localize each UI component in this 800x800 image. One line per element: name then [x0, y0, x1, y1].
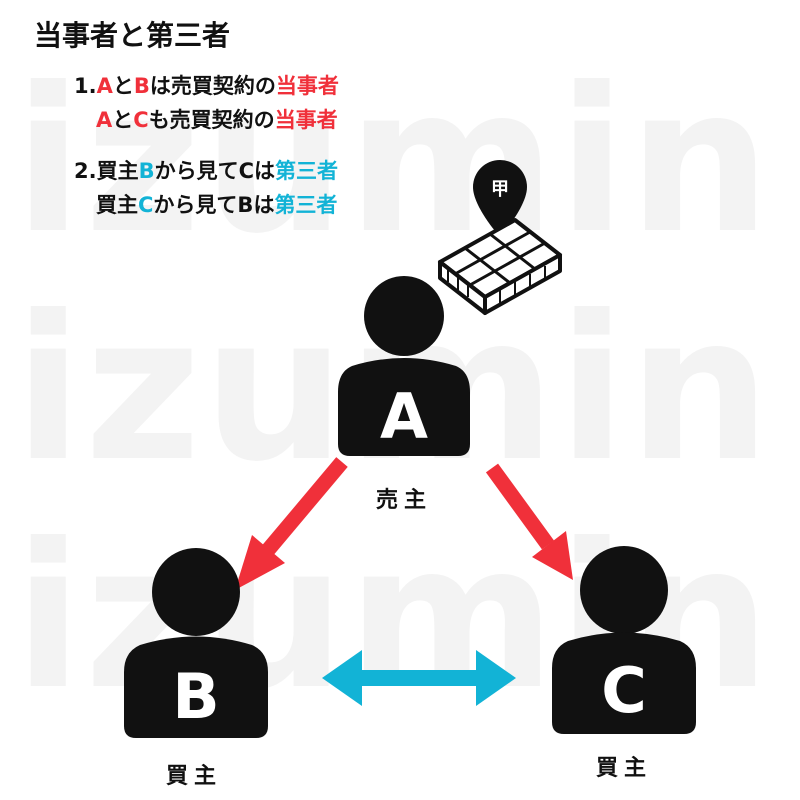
text-segment: 第三者 [275, 159, 339, 183]
person-c-role: 買主 [596, 756, 653, 781]
person-b-icon: B [124, 548, 268, 738]
text-segment: は [254, 159, 276, 183]
text-segment: B [237, 193, 254, 217]
point-1-line-1: 1.AとBは売買契約の当事者 [74, 70, 339, 100]
person-b-letter: B [172, 660, 219, 733]
point-1-number: 1. [74, 74, 97, 98]
text-segment: C [138, 193, 154, 217]
text-segment: C [238, 159, 255, 183]
point-2-line-2: 買主Cから見てBは第三者 [96, 189, 337, 219]
text-segment: と [112, 108, 134, 132]
person-c-icon: C [552, 546, 696, 734]
watermark-row-1: izumin [14, 45, 773, 278]
point-2-line-2-text: 買主Cから見てBは第三者 [96, 193, 337, 217]
text-segment: 買主 [96, 159, 139, 183]
point-2-number: 2. [74, 159, 97, 183]
point-2-line-1-text: 買主Bから見てCは第三者 [97, 159, 338, 183]
person-a-letter: A [380, 380, 428, 453]
text-segment: は [253, 193, 275, 217]
text-segment: は売買契約の [149, 74, 276, 98]
text-segment: C [133, 108, 149, 132]
person-b-role: 買主 [166, 764, 223, 789]
text-segment: A [96, 108, 113, 132]
point-1-line-1-text: AとBは売買契約の当事者 [97, 74, 339, 98]
text-segment: から見て [154, 159, 239, 183]
text-segment: B [138, 159, 155, 183]
text-segment: 買主 [96, 193, 138, 217]
arrow-a-to-c [485, 463, 573, 580]
arrow-a-to-b [235, 457, 348, 590]
point-1-line-2: AとCも売買契約の当事者 [96, 104, 338, 134]
text-segment: から見て [153, 193, 238, 217]
text-segment: A [96, 74, 113, 98]
person-a-role: 売主 [376, 488, 433, 513]
text-segment: 当事者 [275, 74, 339, 98]
text-segment: B [133, 74, 150, 98]
person-c-letter: C [601, 654, 647, 727]
text-segment: も売買契約の [148, 108, 275, 132]
land-parcel-icon: 甲 [438, 160, 562, 315]
text-segment: 第三者 [274, 193, 338, 217]
page-title: 当事者と第三者 [34, 19, 231, 52]
point-2-line-1: 2.買主Bから見てCは第三者 [74, 155, 338, 185]
person-a-icon: A [338, 276, 470, 456]
arrow-b-c-bidirectional [322, 650, 516, 706]
text-segment: と [112, 74, 134, 98]
land-label: 甲 [491, 179, 509, 200]
text-segment: 当事者 [274, 108, 338, 132]
point-1-line-2-text: AとCも売買契約の当事者 [96, 108, 338, 132]
